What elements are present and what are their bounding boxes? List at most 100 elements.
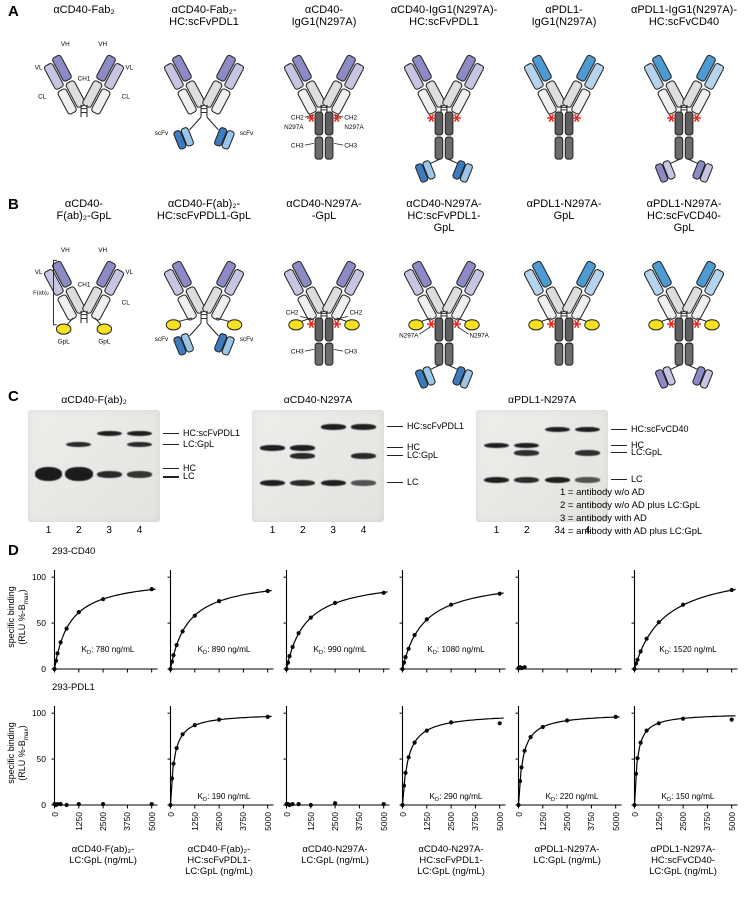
x-tick-label: 0 bbox=[397, 812, 408, 817]
fab-arm bbox=[82, 54, 125, 115]
fit-curve bbox=[53, 588, 156, 670]
x-axis-title-line: HC:scFvCD40- bbox=[651, 855, 715, 866]
band-label: LC bbox=[631, 474, 643, 485]
data-point bbox=[192, 723, 197, 728]
x-axis-title-line: αPDL1-N297A- bbox=[650, 844, 716, 855]
domain-label: F(ab)₂ bbox=[33, 290, 49, 296]
data-point bbox=[424, 728, 429, 733]
data-point bbox=[169, 776, 175, 781]
data-point bbox=[638, 740, 643, 745]
fab-arm bbox=[682, 260, 725, 321]
gpl-oval bbox=[528, 319, 544, 331]
lane-number: 4 bbox=[136, 525, 143, 536]
data-point bbox=[497, 591, 502, 596]
x-tick-label: 2500 bbox=[330, 812, 341, 831]
band-tick-line bbox=[163, 432, 179, 434]
n297a-asterisk bbox=[306, 320, 316, 328]
legend-line-3: 3 = antibody with AD bbox=[560, 513, 647, 524]
blot-title: αCD40-N297A bbox=[283, 394, 353, 406]
protein-band bbox=[290, 480, 316, 487]
binding-plot: KD: 890 ng/mL bbox=[167, 570, 274, 673]
protein-band bbox=[290, 453, 316, 459]
fab-arm bbox=[82, 260, 125, 321]
y-tick-label: 50 bbox=[36, 754, 46, 765]
x-tick-label: 5000 bbox=[494, 812, 505, 831]
data-point bbox=[565, 718, 570, 723]
fab-arm bbox=[442, 54, 485, 115]
data-point bbox=[632, 666, 637, 672]
binding-plot: KD: 290 ng/mL bbox=[399, 706, 506, 809]
y-axis-label-post: ) bbox=[16, 725, 27, 729]
data-point bbox=[76, 802, 81, 807]
blot-image bbox=[476, 410, 608, 522]
x-axis-title-line: HC:scFvPDL1- bbox=[187, 855, 251, 866]
fab-arm bbox=[562, 54, 605, 115]
data-point bbox=[149, 587, 154, 592]
x-tick-label: 0 bbox=[165, 812, 176, 817]
scfv-unit bbox=[415, 366, 436, 389]
y-axis-label-row1: specific binding (RLU %-Bmax) bbox=[6, 558, 32, 676]
data-point bbox=[635, 657, 640, 662]
lane-number: 2 bbox=[300, 525, 306, 536]
data-point bbox=[681, 716, 686, 721]
x-axis-title-line: LC:GpL (ng/mL) bbox=[185, 866, 253, 877]
x-tick-label: 2500 bbox=[98, 812, 109, 831]
protein-band bbox=[351, 480, 376, 486]
y-axis-label-line1: specific binding bbox=[6, 586, 16, 648]
diagram-title: αPDL1-IgG1(N297A)-HC:scFvCD40 bbox=[624, 4, 744, 31]
protein-band bbox=[514, 477, 540, 484]
gpl-oval bbox=[584, 319, 600, 331]
diagram-title: αPDL1-N297A-GpL bbox=[504, 198, 624, 237]
protein-band bbox=[484, 442, 509, 449]
data-point bbox=[381, 590, 386, 595]
x-tick-label: 1250 bbox=[537, 812, 548, 831]
data-point bbox=[644, 636, 649, 641]
protein-band bbox=[127, 471, 152, 478]
lane-number: 2 bbox=[76, 525, 82, 536]
scfv-unit bbox=[452, 160, 473, 183]
x-tick-label: 1250 bbox=[653, 812, 664, 831]
x-tick-label: 3750 bbox=[354, 812, 365, 831]
data-point bbox=[412, 632, 417, 638]
x-tick-label: 0 bbox=[513, 812, 524, 817]
blot-legend: 1 = antibody w/o AD 2 = antibody w/o AD … bbox=[560, 486, 702, 538]
protein-band bbox=[514, 442, 540, 449]
scfv-unit bbox=[692, 160, 713, 183]
y-tick-label: 0 bbox=[41, 800, 46, 810]
x-tick-label: 5000 bbox=[146, 812, 157, 831]
diagram-title-line: αCD40-IgG1(N297A)- bbox=[390, 4, 498, 16]
binding-plot bbox=[283, 706, 390, 809]
fab-arm bbox=[163, 54, 206, 115]
diagram-title-line: HC:scFvPDL1 bbox=[169, 16, 239, 28]
y-axis-label-line1: specific binding bbox=[6, 722, 16, 784]
x-tick-label: 3750 bbox=[586, 812, 597, 831]
x-tick-label: 0 bbox=[49, 812, 60, 817]
data-point bbox=[656, 620, 661, 625]
domain-label: VH bbox=[98, 41, 107, 48]
domain-label: CH3 bbox=[291, 349, 304, 356]
x-axis-title-line: αCD40-N297A- bbox=[418, 844, 484, 855]
antibody-diagram-column: αCD40-IgG1(N297A)-HC:scFvPDL1 bbox=[384, 4, 504, 185]
data-point bbox=[540, 724, 545, 730]
panel-b-letter: B bbox=[8, 196, 19, 213]
domain-label: CH2 bbox=[286, 310, 299, 317]
antibody-diagram bbox=[643, 260, 725, 389]
legend-line-4: 4 = antibody with AD plus LC:GpL bbox=[560, 526, 703, 537]
domain-label: N297A bbox=[344, 124, 364, 131]
protein-band bbox=[320, 424, 346, 430]
protein-band bbox=[544, 477, 570, 484]
data-point bbox=[217, 717, 222, 722]
domain-label: VH bbox=[61, 41, 70, 48]
protein-band bbox=[290, 445, 316, 451]
data-point bbox=[729, 717, 734, 722]
diagram-title-line: GpL bbox=[553, 210, 575, 222]
diagram-title-line: αCD40-Fab₂- bbox=[171, 4, 237, 16]
x-axis-title-line: αCD40-N297A- bbox=[302, 844, 368, 855]
x-tick-label: 5000 bbox=[726, 812, 737, 831]
x-tick-label: 5000 bbox=[378, 812, 389, 831]
domain-label: VH bbox=[61, 247, 70, 254]
domain-label: CH2 bbox=[349, 310, 362, 317]
